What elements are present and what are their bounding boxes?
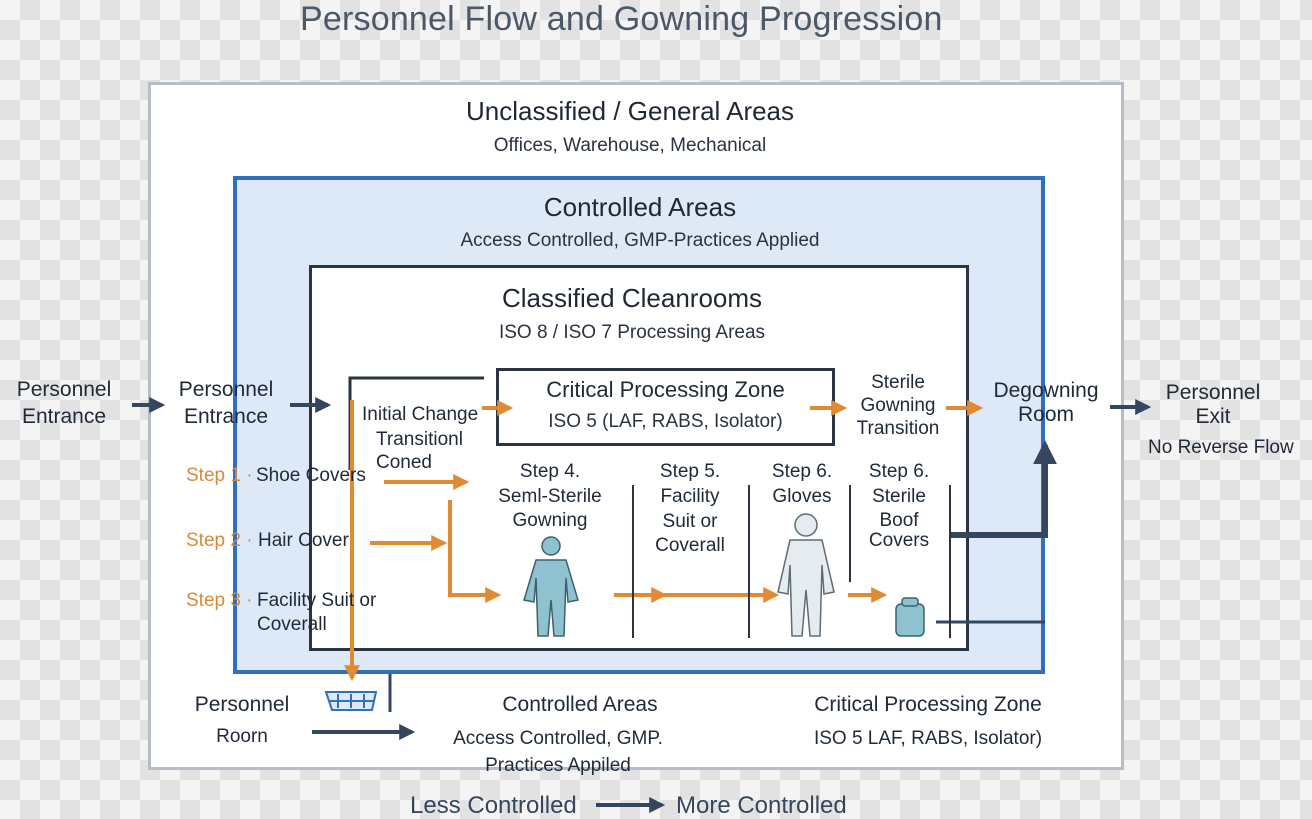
- critical-subtitle: ISO 5 (LAF, RABS, Isolator): [548, 411, 783, 432]
- bottom-critical-sub: ISO 5 LAF, RABS, Isolator): [813, 728, 1043, 749]
- sterile-line2: Gowning: [860, 395, 936, 416]
- degowning-line2: Room: [1017, 403, 1075, 426]
- step4-line1: Step 4.: [519, 461, 581, 482]
- step5-line4: Coverall: [655, 535, 725, 556]
- step6-boot-line1: Step 6.: [868, 461, 930, 482]
- bottom-controlled-title: Controlled Areas: [502, 693, 658, 716]
- gowned-person-icon: [777, 513, 835, 637]
- arrow-return-degown: [950, 440, 1057, 538]
- step6-gloves-line2: Gloves: [772, 486, 832, 507]
- personnel-room-line1: Personnel: [194, 693, 290, 716]
- step4-line3: Gowning: [512, 510, 588, 531]
- legend-more-controlled: More Controlled: [676, 792, 847, 819]
- entrance-inner-line1: Personnel: [178, 378, 274, 401]
- step6-boot-line3: Boof: [879, 510, 919, 531]
- step5-line1: Step 5.: [659, 461, 721, 482]
- diagram-title: Personnel Flow and Gowning Progression: [300, 0, 943, 38]
- classified-title: Classified Cleanrooms: [501, 283, 763, 313]
- critical-title: Critical Processing Zone: [546, 377, 785, 402]
- step6-boot-line4: Covers: [868, 530, 930, 551]
- boot-cover-icon: [895, 597, 925, 637]
- step3-label-line2: Coverall: [257, 614, 327, 635]
- unclassified-subtitle: Offices, Warehouse, Mechanical: [493, 135, 767, 156]
- initial-change-line2: Transitionl: [376, 429, 463, 450]
- step4-line2: Seml-Sterile: [498, 486, 602, 507]
- sterile-line1: Sterile: [871, 372, 925, 393]
- arrow-step3: [448, 500, 502, 603]
- controlled-title: Controlled Areas: [543, 192, 737, 222]
- step1-label: Shoe Covers: [256, 465, 366, 486]
- step5-line3: Suit or: [662, 511, 718, 532]
- sterile-line3: Transition: [856, 418, 940, 439]
- initial-change-line3: Coned: [376, 452, 432, 473]
- gowned-person-icon: [523, 536, 579, 637]
- bottom-controlled-sub2: Practices Appiled: [485, 755, 631, 776]
- exit-line2: Exit: [1195, 405, 1231, 428]
- exit-line1: Personnel: [1165, 381, 1261, 404]
- initial-change-line1: Initial Change: [362, 404, 479, 425]
- unclassified-title: Unclassified / General Areas: [465, 96, 795, 126]
- controlled-subtitle: Access Controlled, GMP-Practices Applied: [460, 230, 820, 251]
- entrance-outer-line2: Entrance: [21, 405, 107, 428]
- step2-number: Step 2 ·: [186, 530, 253, 551]
- bottom-critical-title: Critical Processing Zone: [814, 693, 1042, 716]
- basket-icon: [324, 691, 378, 711]
- bottom-controlled-sub1: Access Controlled, GMP.: [453, 728, 663, 749]
- exit-note: No Reverse Flow: [1148, 437, 1294, 458]
- step1-number: Step 1 ·: [186, 465, 253, 486]
- step6-gloves-line1: Step 6.: [771, 461, 833, 482]
- step2-label: Hair Cover: [258, 530, 349, 551]
- classified-zone: [309, 265, 969, 651]
- entrance-outer-line1: Personnel: [16, 378, 112, 401]
- personnel-room-line2: Roorn: [216, 726, 268, 747]
- entrance-inner-line2: Entrance: [183, 405, 269, 428]
- legend-less-controlled: Less Controlled: [410, 792, 577, 819]
- step5-line2: Facility: [660, 486, 720, 507]
- classified-subtitle: ISO 8 / ISO 7 Processing Areas: [498, 322, 766, 343]
- step3-number: Step 3 ·: [186, 590, 253, 611]
- step6-boot-line2: Sterile: [872, 486, 926, 507]
- degowning-line1: Degowning: [993, 379, 1099, 402]
- step3-label: Facility Suit or: [257, 590, 377, 611]
